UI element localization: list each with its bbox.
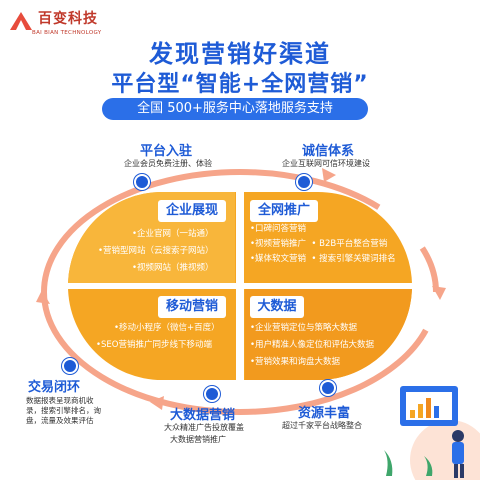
brand-name: 百变科技 xyxy=(38,11,98,27)
bigdata-marketing-sub1: 大众精准广告投放覆盖 xyxy=(164,423,244,432)
quadrant-q4-title: 大数据 xyxy=(250,296,304,318)
page-title: 发现营销好渠道 xyxy=(149,40,331,68)
quadrant-q3-list: 移动小程序（微信+百度） SEO营销推广同步线下移动端 xyxy=(96,320,220,354)
list-item: 营销效果和询盘大数据 xyxy=(250,354,374,371)
list-item: 口碑问答营销 xyxy=(250,222,396,237)
credit-system-title: 诚信体系 xyxy=(302,144,355,159)
trade-loop-title: 交易闭环 xyxy=(28,380,81,395)
brand-name-en: BAI BIAN TECHNOLOGY xyxy=(32,30,102,36)
list-item: 视频网站（推视频） xyxy=(98,260,214,277)
list-item: 企业营销定位与策略大数据 xyxy=(250,320,374,337)
resources-title: 资源丰富 xyxy=(298,406,351,421)
bigdata-marketing-title: 大数据营销 xyxy=(170,408,236,423)
ring-arrow-right-icon xyxy=(432,286,446,300)
quadrant-q2-list: 口碑问答营销 视频营销推广 • B2B平台整合营销 媒体软文营销 • 搜索引擎关… xyxy=(250,222,396,267)
node-dot-bottom-right xyxy=(320,380,336,396)
list-item: 企业官网（一站通） xyxy=(98,226,214,243)
list-item: 营销型网站（云搜索子网站） xyxy=(98,243,214,260)
list-item: SEO营销推广同步线下移动端 xyxy=(96,337,220,354)
resources-sub: 超过千家平台战略整合 xyxy=(282,421,362,430)
logo-mark-icon xyxy=(10,12,32,30)
node-dot-top-left xyxy=(134,174,150,190)
list-item: 移动小程序（微信+百度） xyxy=(96,320,220,337)
node-dot-top-right xyxy=(296,174,312,190)
quadrant-q3-title: 移动营销 xyxy=(158,296,226,318)
trade-loop-sub: 数据报表呈现商机收录，搜索引擎排名，询盘，流量及效果评估 xyxy=(26,396,101,425)
platform-entry-title: 平台入驻 xyxy=(140,144,193,159)
quadrant-q4-list: 企业营销定位与策略大数据 用户精准人像定位和评估大数据 营销效果和询盘大数据 xyxy=(250,320,374,371)
list-item: 媒体软文营销 • 搜索引擎关键词排名 xyxy=(250,252,396,267)
quadrant-q1-title: 企业展现 xyxy=(158,200,226,222)
ring-arrow-bottom-icon xyxy=(150,396,164,410)
credit-system-sub: 企业互联网可信环境建设 xyxy=(282,159,370,168)
ring-arrow-top-right-icon xyxy=(322,168,336,182)
brand-logo: 百变科技 BAI BIAN TECHNOLOGY xyxy=(8,8,118,42)
node-dot-left xyxy=(62,358,78,374)
page-subtitle: 平台型“智能+全网营销” xyxy=(111,72,369,97)
bigdata-marketing-sub2: 大数据营销推广 xyxy=(170,435,226,444)
list-item: 用户精准人像定位和评估大数据 xyxy=(250,337,374,354)
service-banner: 全国 500+服务中心落地服务支持 xyxy=(102,98,368,120)
quadrant-q2-title: 全网推广 xyxy=(250,200,318,222)
quadrant-q1-list: 企业官网（一站通） 营销型网站（云搜索子网站） 视频网站（推视频） xyxy=(98,226,214,277)
node-dot-bottom-mid xyxy=(204,386,220,402)
decorative-illustration xyxy=(384,386,480,480)
platform-entry-sub: 企业会员免费注册、体验 xyxy=(124,159,212,168)
list-item: 视频营销推广 • B2B平台整合营销 xyxy=(250,237,396,252)
ring-arrow-left-icon xyxy=(36,290,50,304)
